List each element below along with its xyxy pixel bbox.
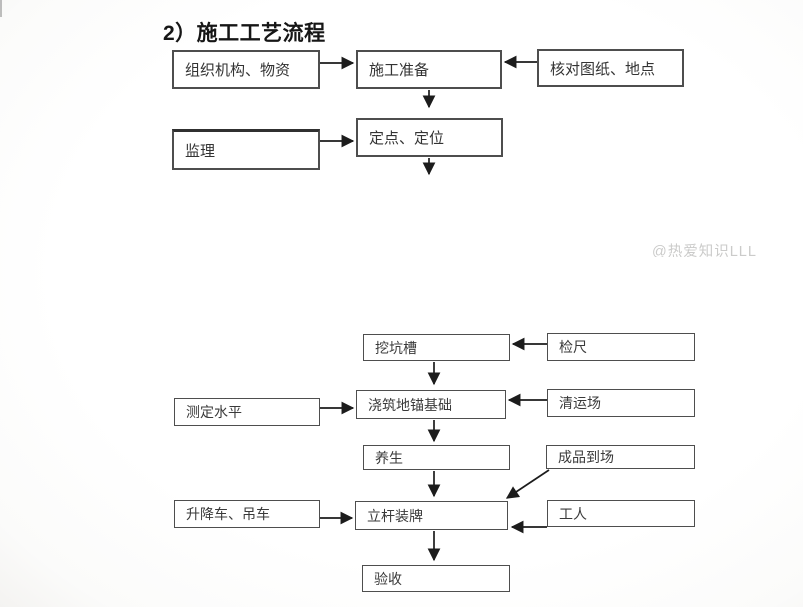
flow-node-check: 核对图纸、地点 <box>537 49 684 87</box>
flow-node-org: 组织机构、物资 <box>172 50 320 89</box>
flow-node-clear: 清运场 <box>547 389 695 417</box>
flow-node-position: 定点、定位 <box>356 118 503 157</box>
flow-node-dig: 挖坑槽 <box>363 334 510 361</box>
flow-node-pour: 浇筑地锚基础 <box>356 390 506 419</box>
flow-node-supervise: 监理 <box>172 129 320 170</box>
arrow-product-to-pole <box>505 469 550 499</box>
flow-node-pole: 立杆装牌 <box>355 501 508 530</box>
flow-node-accept: 验收 <box>362 565 510 592</box>
flow-node-prep: 施工准备 <box>356 50 502 89</box>
flow-node-worker: 工人 <box>547 500 695 527</box>
flow-node-level: 测定水平 <box>174 398 320 426</box>
flow-node-lift: 升降车、吊车 <box>174 500 320 528</box>
flow-node-ruler: 检尺 <box>547 333 695 361</box>
flow-node-cure: 养生 <box>363 445 510 470</box>
watermark: @热爱知识LLL <box>652 244 757 257</box>
flow-node-product: 成品到场 <box>546 445 695 469</box>
photo-edge-artifact <box>0 0 2 17</box>
page-title: 2）施工工艺流程 <box>163 22 326 45</box>
